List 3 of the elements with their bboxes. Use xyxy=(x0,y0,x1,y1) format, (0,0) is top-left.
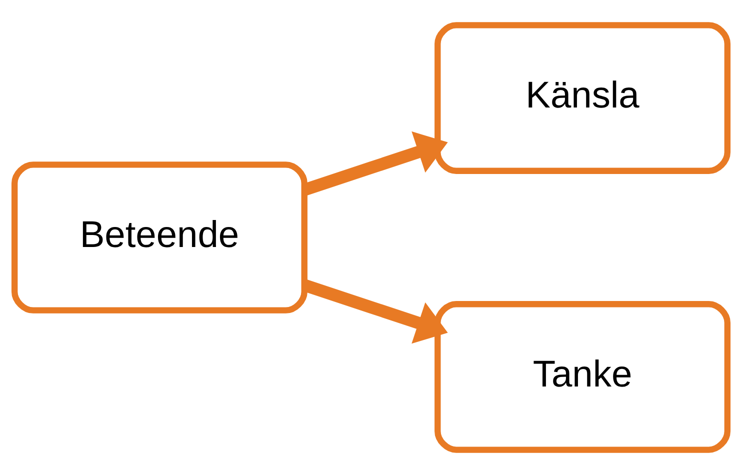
node-box: Känsla xyxy=(434,22,731,174)
node-box: Beteende xyxy=(11,161,308,313)
node-box: Tanke xyxy=(434,300,731,452)
